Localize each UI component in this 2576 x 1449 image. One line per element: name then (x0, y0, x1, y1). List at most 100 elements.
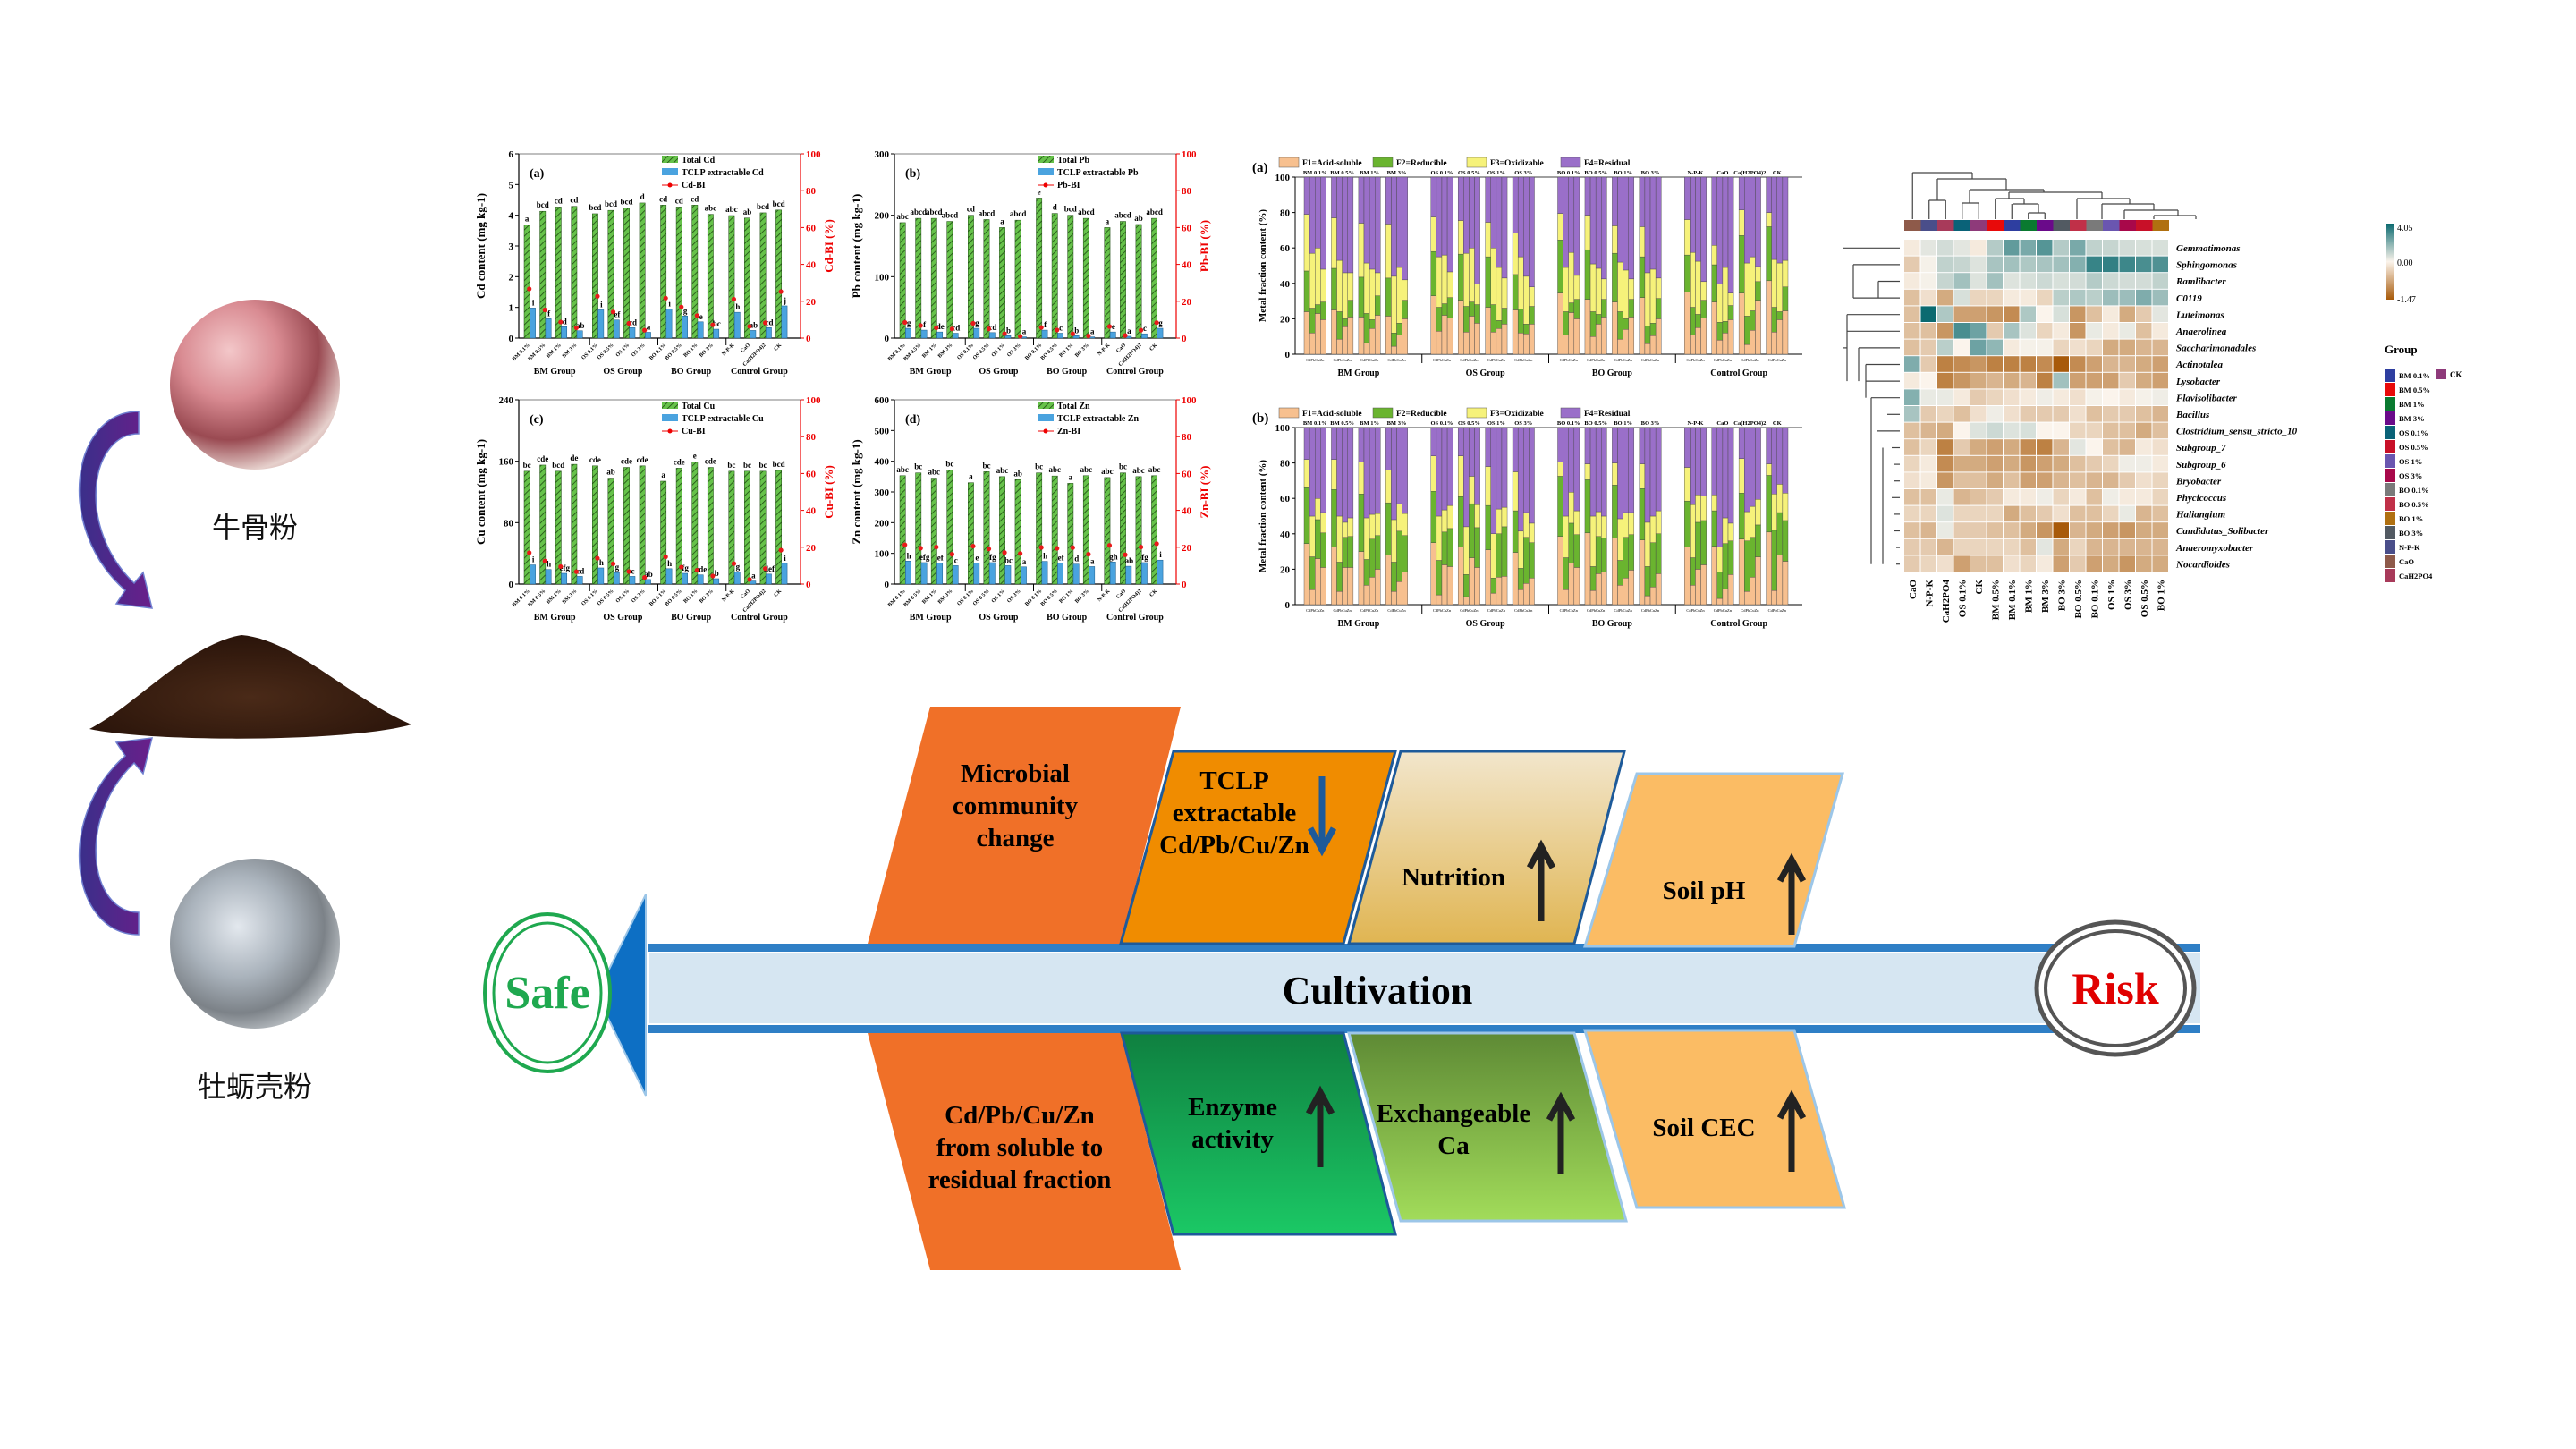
fraction-segment (1358, 223, 1365, 278)
fraction-segment (1589, 263, 1597, 312)
heatmap-cell (1904, 356, 1920, 372)
heatmap-cell (2004, 538, 2020, 555)
fraction-segment (1755, 176, 1761, 267)
fraction-segment (1644, 595, 1651, 606)
bar-total (915, 217, 922, 339)
heatmap-cell (2136, 406, 2152, 422)
bi-point (1055, 327, 1060, 333)
heatmap-cell (1904, 555, 1920, 572)
heatmap-cell (2004, 273, 2020, 289)
heatmap-cell (2070, 406, 2086, 422)
bi-point (949, 552, 954, 557)
heatmap-cell (2152, 472, 2168, 488)
bar-total (539, 210, 547, 339)
significance-letter: bc (523, 461, 531, 470)
significance-letter: bc (945, 459, 953, 468)
fraction-segment (1568, 427, 1575, 493)
significance-letter: d (563, 317, 567, 326)
group-legend-label: N-P-K (2399, 543, 2420, 552)
significance-letter: bc (1119, 462, 1127, 471)
fraction-segment (1649, 542, 1657, 588)
fraction-segment (1375, 315, 1381, 355)
fraction-segment (1584, 249, 1591, 300)
heatmap-cell (2086, 522, 2102, 538)
heatmap-cell (2053, 422, 2069, 439)
fraction-segment (1595, 573, 1602, 606)
heatmap-cell (1920, 240, 1936, 256)
heatmap-cell (2152, 372, 2168, 389)
legend-label: F1=Acid-soluble (1302, 159, 1362, 168)
fraction-segment (1347, 517, 1354, 537)
bar-tclp (597, 309, 605, 339)
y-tick-label: 80 (1280, 459, 1291, 470)
row-label: Bacillus (2175, 410, 2209, 420)
y-tick-label: 160 (499, 457, 514, 468)
bi-point (762, 320, 768, 326)
row-label: Candidatus_Solibacter (2176, 526, 2269, 537)
fraction-segment (1363, 517, 1370, 560)
fraction-segment (1776, 555, 1784, 606)
treatment-label: BM 1% (1360, 170, 1379, 176)
fraction-segment (1573, 534, 1580, 568)
bar-tclp (750, 580, 757, 585)
bar-total (946, 470, 953, 585)
fraction-segment (1750, 427, 1756, 507)
fraction-segment (1315, 247, 1321, 305)
x-tick-label: OS 1% (991, 589, 1006, 604)
metal-tick-label: CdPbCuZn (1514, 608, 1533, 613)
group-legend-swatch (2385, 383, 2395, 396)
bar-tclp (936, 563, 944, 585)
fraction-segment (1589, 427, 1597, 517)
significance-letter: a (1090, 327, 1095, 336)
heatmap-cell (2020, 372, 2036, 389)
heatmap-cell (2004, 356, 2020, 372)
fraction-segment (1342, 427, 1348, 523)
significance-letter: g (683, 306, 688, 315)
bar-total (983, 471, 990, 585)
heatmap-cell (1987, 306, 2003, 322)
heatmap-cell (2070, 505, 2086, 522)
column-dendrogram (1911, 172, 2197, 219)
fraction-segment (1474, 176, 1480, 284)
bar-tclp (765, 327, 772, 339)
heatmap-cell (2103, 240, 2119, 256)
fraction-segment (1623, 537, 1629, 579)
x-tick-label: BM 0.5% (903, 343, 923, 362)
significance-letter: c (631, 566, 634, 575)
heatmap-cell (1920, 439, 1936, 455)
x-tick-label: BM 3% (562, 343, 579, 360)
bar-total (1120, 472, 1126, 585)
fraction-segment (1474, 527, 1480, 568)
fraction-segment (1529, 176, 1535, 287)
column-group-color (1970, 220, 1987, 231)
group-label: OS Group (979, 367, 1018, 377)
significance-letter: bcd (605, 199, 617, 208)
y2-tick-label: 0 (1182, 334, 1187, 344)
metal-tick-label: CdPbCuZn (1487, 608, 1506, 613)
bar-tclp (697, 574, 704, 585)
bar-tclp (952, 565, 959, 585)
bar-total (999, 227, 1005, 339)
fraction-segment (1457, 496, 1464, 547)
bar-total (744, 470, 750, 585)
bar-total (968, 215, 974, 339)
fraction-segment (1430, 491, 1437, 543)
fraction-segment (1315, 497, 1321, 521)
fraction-segment (1584, 176, 1591, 216)
fraction-segment (1568, 251, 1575, 303)
significance-letter: d (1053, 203, 1057, 212)
x-tick-label: OS 0.5% (597, 589, 615, 607)
significance-letter: cd (659, 194, 667, 203)
y-tick-label: 0 (885, 580, 890, 590)
row-label: Anaerolinea (2175, 326, 2227, 337)
fraction-segment (1573, 427, 1580, 512)
fraction-segment (1457, 253, 1464, 301)
heatmap-cell (2103, 256, 2119, 273)
y-tick-label: 40 (1280, 530, 1291, 540)
metal-tick-label: CdPbCuZn (1768, 358, 1787, 362)
metal-tick-label: CdPbCuZn (1387, 358, 1406, 362)
fraction-segment (1695, 569, 1701, 606)
heatmap-cell (1937, 339, 1953, 356)
group-legend-label: CaO (2399, 557, 2414, 566)
